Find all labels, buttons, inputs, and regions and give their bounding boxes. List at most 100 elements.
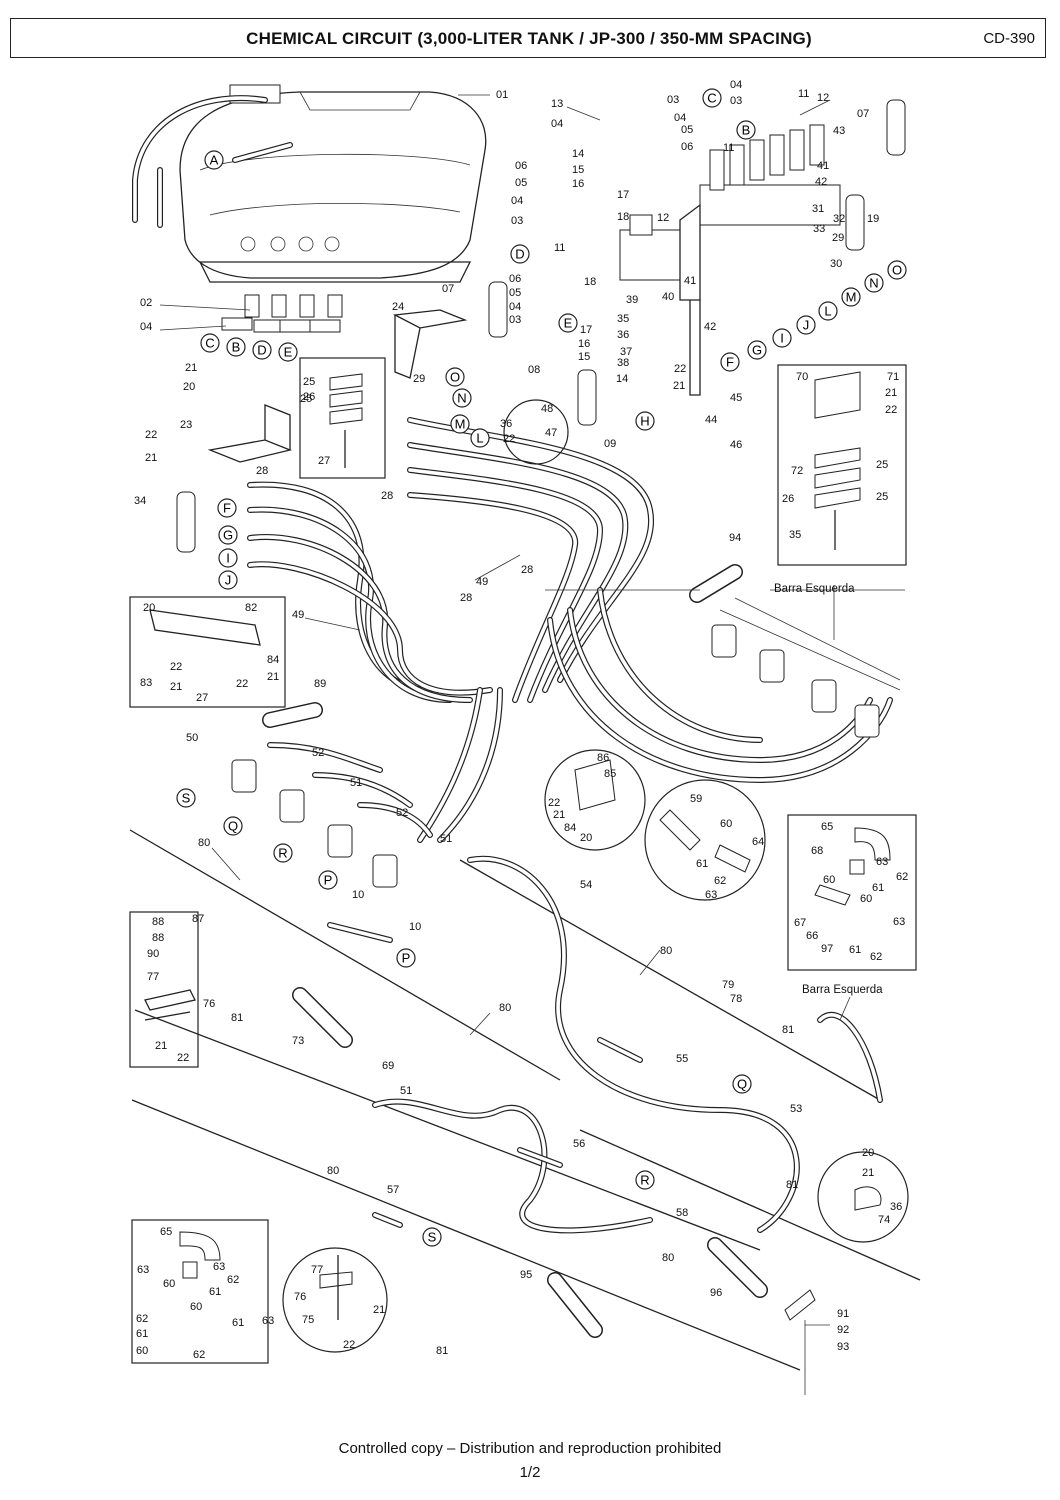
svg-text:B: B <box>232 340 241 355</box>
part-label-06-3: 06 <box>509 273 521 285</box>
leader-lines <box>159 94 905 1395</box>
part-label-84-2: 84 <box>564 822 576 834</box>
part-label-26-1: 26 <box>303 391 315 403</box>
part-label-31-1: 31 <box>812 203 824 215</box>
part-label-56-1: 56 <box>573 1138 585 1150</box>
part-label-25-1: 25 <box>303 376 315 388</box>
svg-text:D: D <box>257 343 266 358</box>
svg-text:C: C <box>707 91 716 106</box>
part-label-22-6: 22 <box>885 404 897 416</box>
part-label-21-7: 21 <box>885 387 897 399</box>
part-label-05-3: 05 <box>509 287 521 299</box>
part-label-16-2: 16 <box>578 338 590 350</box>
part-label-95-1: 95 <box>520 1269 532 1281</box>
part-label-10-1: 10 <box>409 921 421 933</box>
connection-p-2: P <box>318 870 338 890</box>
part-label-71-1: 71 <box>887 371 899 383</box>
connection-c-2: C <box>200 333 220 353</box>
part-label-67-1: 67 <box>794 917 806 929</box>
connection-r-2: R <box>273 843 293 863</box>
part-label-45-1: 45 <box>730 392 742 404</box>
svg-text:R: R <box>278 846 287 861</box>
part-label-22-5: 22 <box>674 363 686 375</box>
left-filters <box>231 742 433 888</box>
part-label-63-2: 63 <box>876 856 888 868</box>
part-label-22-8: 22 <box>343 1339 355 1351</box>
part-label-08-1: 08 <box>528 364 540 376</box>
part-label-91-1: 91 <box>837 1308 849 1320</box>
part-label-20-2: 20 <box>143 602 155 614</box>
part-label-55-1: 55 <box>676 1053 688 1065</box>
part-label-17-2: 17 <box>580 324 592 336</box>
connection-l-2: L <box>470 428 490 448</box>
detail-box-fittings-65 <box>787 814 917 971</box>
svg-text:P: P <box>402 951 411 966</box>
part-label-12-2: 12 <box>657 212 669 224</box>
part-label-30-1: 30 <box>830 258 842 270</box>
part-label-21-8: 21 <box>862 1167 874 1179</box>
part-label-63-6: 63 <box>262 1315 274 1327</box>
connection-c-1: C <box>702 88 722 108</box>
connection-e-1: E <box>558 313 578 333</box>
part-label-04-6: 04 <box>140 321 152 333</box>
connection-r-1: R <box>635 1170 655 1190</box>
part-label-22-1: 22 <box>145 429 157 441</box>
part-label-04-4: 04 <box>511 195 523 207</box>
part-label-38-1: 38 <box>617 357 629 369</box>
part-label-17-1: 17 <box>617 189 629 201</box>
part-label-41-2: 41 <box>684 275 696 287</box>
svg-text:J: J <box>225 573 232 588</box>
connection-p-1: P <box>396 948 416 968</box>
part-label-73-1: 73 <box>292 1035 304 1047</box>
svg-text:Q: Q <box>737 1077 747 1092</box>
svg-text:S: S <box>428 1230 437 1245</box>
connection-a-1: A <box>204 150 224 170</box>
part-label-60-3: 60 <box>860 893 872 905</box>
part-label-58-1: 58 <box>676 1207 688 1219</box>
detail-circle-48 <box>503 399 569 465</box>
part-label-60-6: 60 <box>136 1345 148 1357</box>
part-number-labels: 1010111111121213141415151616171718181920… <box>134 79 908 1361</box>
part-label-80-2: 80 <box>499 1002 511 1014</box>
part-label-51-1: 51 <box>350 777 362 789</box>
connection-q-1: Q <box>732 1074 752 1094</box>
part-label-43-1: 43 <box>833 125 845 137</box>
part-label-61-3: 61 <box>849 944 861 956</box>
detail-box-fittings-65b <box>131 1219 269 1364</box>
part-label-20-1: 20 <box>183 381 195 393</box>
part-label-75-1: 75 <box>302 1314 314 1326</box>
part-label-29-1: 29 <box>413 373 425 385</box>
part-label-81-1: 81 <box>231 1012 243 1024</box>
part-label-79-1: 79 <box>722 979 734 991</box>
connection-f-1: F <box>720 352 740 372</box>
part-label-48-1: 48 <box>541 403 553 415</box>
part-label-60-1: 60 <box>720 818 732 830</box>
part-label-89-1: 89 <box>314 678 326 690</box>
part-label-03-1: 03 <box>667 94 679 106</box>
part-label-21-1: 21 <box>185 362 197 374</box>
part-label-21-3: 21 <box>267 671 279 683</box>
part-label-03-4: 03 <box>509 314 521 326</box>
part-label-20-4: 20 <box>862 1147 874 1159</box>
part-label-62-2: 62 <box>896 871 908 883</box>
part-label-80-5: 80 <box>662 1252 674 1264</box>
part-label-12-1: 12 <box>817 92 829 104</box>
part-label-49-1: 49 <box>292 609 304 621</box>
header-frame: CHEMICAL CIRCUIT (3,000-LITER TANK / JP-… <box>10 18 1046 58</box>
part-label-11-2: 11 <box>723 142 734 154</box>
part-label-81-4: 81 <box>436 1345 448 1357</box>
part-label-63-5: 63 <box>137 1264 149 1276</box>
svg-text:N: N <box>457 391 466 406</box>
detail-box-bracket-76 <box>129 911 199 1068</box>
svg-text:I: I <box>780 331 784 346</box>
connection-q-2: Q <box>223 816 243 836</box>
detail-circle-85 <box>544 749 646 851</box>
part-label-90-1: 90 <box>147 948 159 960</box>
part-label-63-4: 63 <box>213 1261 225 1273</box>
part-label-01-1: 01 <box>496 89 508 101</box>
part-label-93-1: 93 <box>837 1341 849 1353</box>
part-label-60-2: 60 <box>823 874 835 886</box>
part-label-14-2: 14 <box>616 373 628 385</box>
svg-text:I: I <box>226 551 230 566</box>
